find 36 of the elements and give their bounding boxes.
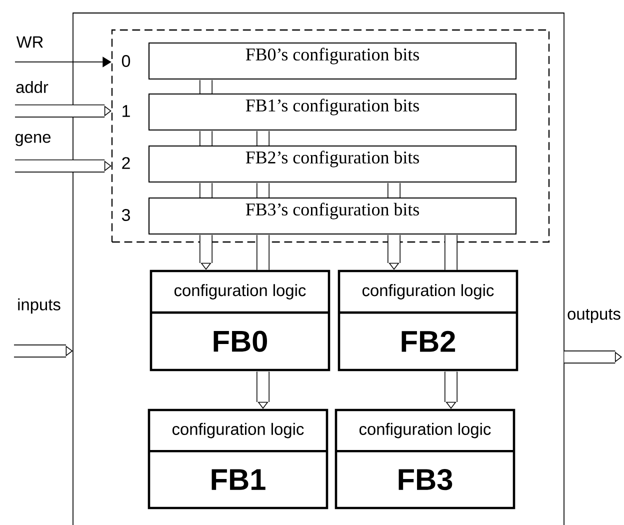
bus-arrow: [14, 344, 73, 358]
row-number: 1: [122, 105, 130, 117]
function-block: configuration logic FB1: [148, 408, 328, 510]
register-box: FB3’s configuration bits: [148, 197, 517, 235]
bus-line: [388, 183, 400, 198]
bus-line: [200, 80, 212, 94]
bus-arrow: [444, 372, 458, 409]
bus-arrow: [15, 104, 112, 118]
bus-line: [256, 131, 270, 146]
bus-arrow: [564, 350, 622, 364]
bus-line: [256, 235, 270, 270]
function-block: configuration logic FB3: [334, 408, 516, 510]
register-box: FB0’s configuration bits: [148, 42, 517, 80]
signal-label: gene: [15, 134, 51, 146]
register-box: FB1’s configuration bits: [148, 93, 517, 131]
bus-line: [200, 183, 212, 198]
signal-label: outputs: [568, 308, 620, 323]
bus-arrow: [15, 160, 112, 172]
chip-outline: [72, 12, 564, 525]
function-block: configuration logic FB2: [338, 270, 518, 372]
bus-arrow: [388, 235, 400, 270]
signal-label: addr: [16, 80, 48, 94]
bus-arrow: [200, 235, 212, 270]
row-number: 2: [122, 157, 130, 169]
bus-line: [200, 131, 212, 146]
register-box: FB2’s configuration bits: [148, 145, 517, 183]
function-block: configuration logic FB0: [150, 270, 330, 372]
bus-line: [256, 183, 270, 198]
signal-label: WR: [16, 36, 43, 48]
bus-line: [444, 235, 458, 270]
signal-label: inputs: [18, 298, 60, 314]
bus-arrow: [14, 56, 112, 68]
row-number: 0: [122, 54, 130, 67]
row-number: 3: [122, 208, 130, 221]
memory-region: [111, 29, 550, 243]
bus-arrow: [256, 372, 270, 409]
